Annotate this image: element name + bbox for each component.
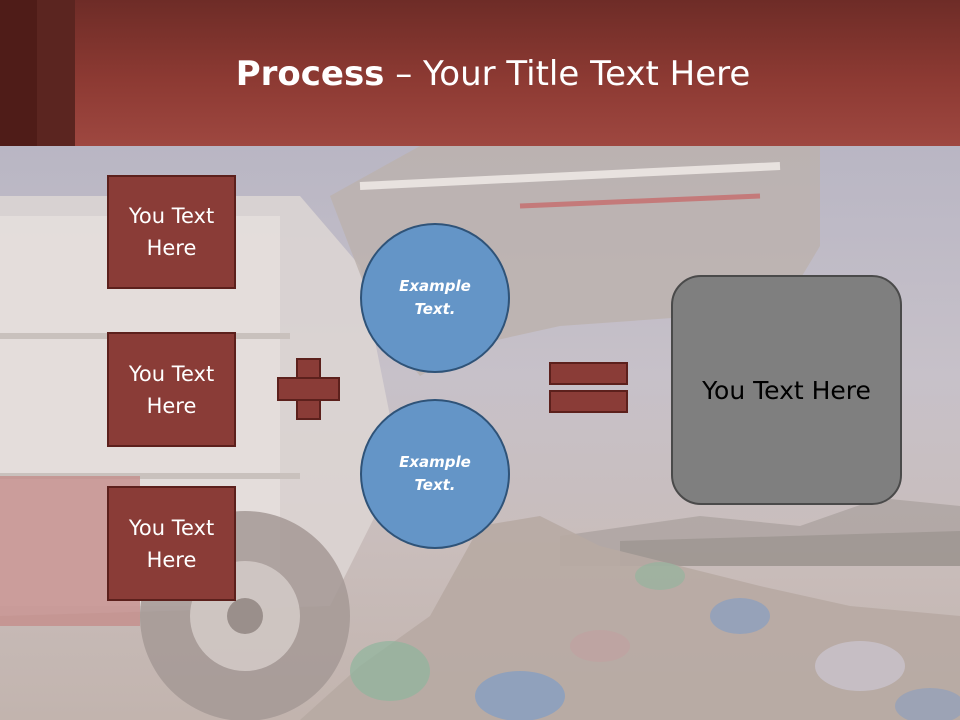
- plus-icon-core: [298, 379, 319, 399]
- text-box-1-label: You Text Here: [128, 204, 215, 260]
- equals-icon-top: [549, 362, 628, 385]
- header-accent: [0, 0, 75, 146]
- text-box-1[interactable]: You Text Here: [107, 175, 236, 289]
- example-circle-1-label: Example Text.: [399, 277, 471, 318]
- text-box-2[interactable]: You Text Here: [107, 332, 236, 447]
- example-circle-2-label: Example Text.: [399, 453, 471, 494]
- truck-landfill-image: [0, 146, 960, 720]
- text-box-3-label: You Text Here: [128, 515, 215, 572]
- result-box[interactable]: You Text Here: [671, 275, 902, 505]
- title-bar: Process – Your Title Text Here: [0, 0, 960, 146]
- text-box-3[interactable]: You Text Here: [107, 486, 236, 601]
- title-bold: Process: [235, 54, 385, 94]
- result-box-label: You Text Here: [702, 375, 871, 405]
- title-rest: – Your Title Text Here: [384, 54, 751, 94]
- example-circle-1[interactable]: Example Text.: [360, 223, 510, 373]
- example-circle-2[interactable]: Example Text.: [360, 399, 510, 549]
- text-box-2-label: You Text Here: [128, 361, 215, 418]
- slide-title[interactable]: Process – Your Title Text Here: [0, 54, 960, 94]
- equals-icon-bottom: [549, 390, 628, 413]
